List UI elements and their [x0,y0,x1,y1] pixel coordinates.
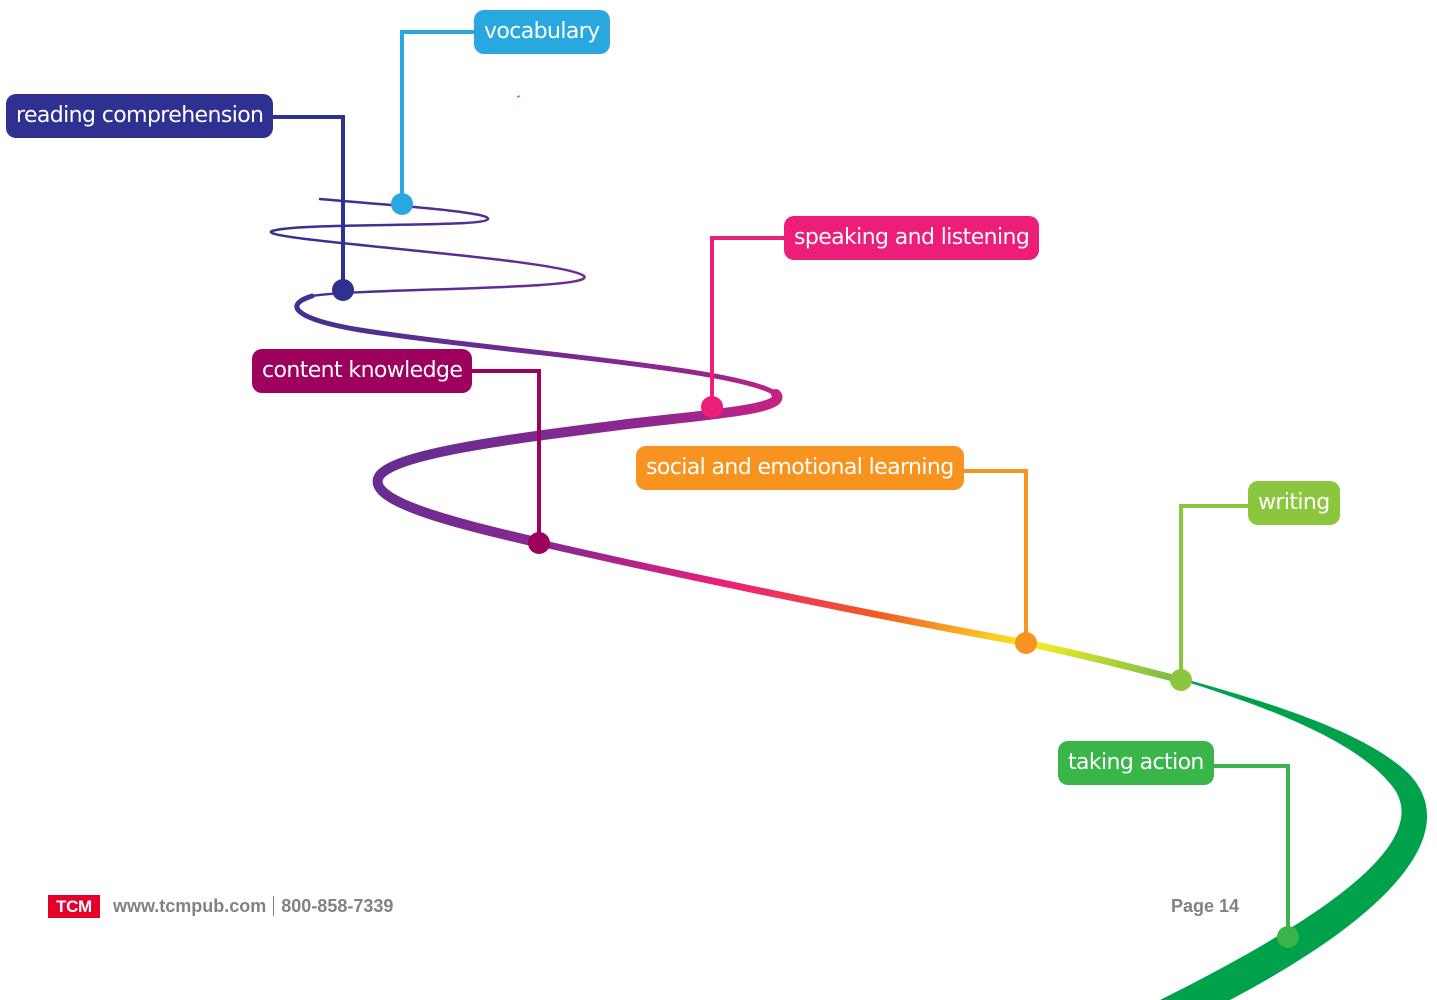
phone-number: 800-858-7339 [281,895,394,916]
stage-label-writing: writing [1248,481,1340,525]
leader-lines [268,30,1290,937]
stage-label-content-knowledge: content knowledge [252,349,473,393]
action-leader [1214,764,1290,937]
social-leader [954,469,1028,643]
vocabulary-dot [391,193,413,215]
stage-label-speaking-and-listening: speaking and listening [784,216,1040,260]
road-segment-1 [269,197,586,298]
speaking-dot [701,396,723,418]
stage-label-taking-action: taking action [1058,741,1214,785]
page-number: Page 14 [1171,896,1240,916]
writing-dot [1170,669,1192,691]
milestone-dots [332,193,1299,948]
road-segment-2 [294,293,779,397]
road [269,197,1428,1000]
road-segment-4 [539,539,1182,684]
content-dot [528,532,550,554]
writing-leader [1179,504,1250,680]
road-segment-5 [1160,678,1428,1000]
speaking-leader [710,236,786,407]
social-dot [1015,632,1037,654]
stage-label-vocabulary: vocabulary [474,10,610,54]
footer: TCM www.tcmpub.com 800-858-7339 [48,894,393,918]
reading-leader [268,115,345,290]
footer-divider [273,896,275,916]
vocabulary-leader [400,30,476,204]
stage-label-reading-comprehension: reading comprehension [6,94,274,138]
stage-label-social-emotional-learning: social and emotional learning [636,446,964,490]
action-dot [1277,926,1299,948]
content-leader [468,369,541,543]
road-segment-3 [372,389,783,548]
reading-dot [332,279,354,301]
tcm-logo: TCM [48,894,100,918]
stray-mark [516,95,521,98]
website-link[interactable]: www.tcmpub.com [112,895,267,916]
